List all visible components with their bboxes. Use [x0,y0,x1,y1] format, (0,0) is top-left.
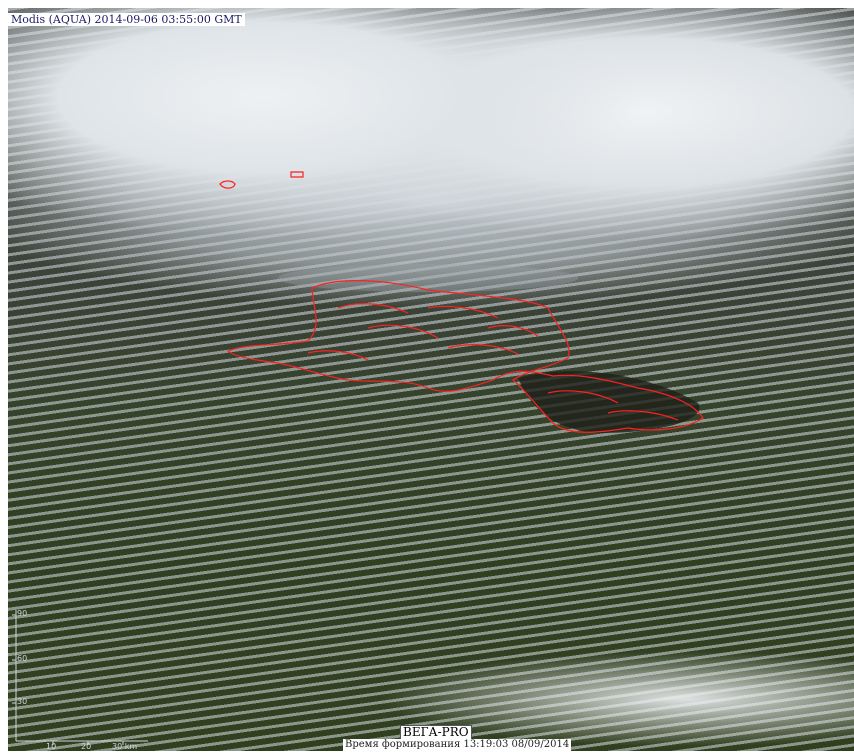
burn-scar [518,371,700,433]
generation-time-label: Время формирования 13:19:03 08/09/2014 [343,739,572,751]
burn-area-overlay [219,171,704,433]
scale-x-tick: 10 [46,742,57,751]
fire-perimeter-inner [307,303,679,421]
smoke-plume [278,264,578,292]
fire-spot-2 [290,171,304,178]
scale-x-tick: 30 km [112,742,138,751]
scale-axes [12,610,148,745]
satellite-image[interactable] [8,8,854,751]
scale-bar: 90 60 30 10 20 30 km [8,605,158,751]
fire-perimeter [219,171,704,433]
scale-y-tick: 90 [17,609,28,618]
scale-y-tick: 60 [17,654,28,663]
fire-spot-1 [219,180,236,189]
brand-label: ВЕГА-PRO [400,725,472,740]
satellite-timestamp-label: Modis (AQUA) 2014-09-06 03:55:00 GMT [8,13,245,26]
scale-x-tick: 20 [81,742,92,751]
scale-y-tick: 30 [17,697,28,706]
fire-perimeter-main [226,280,704,433]
